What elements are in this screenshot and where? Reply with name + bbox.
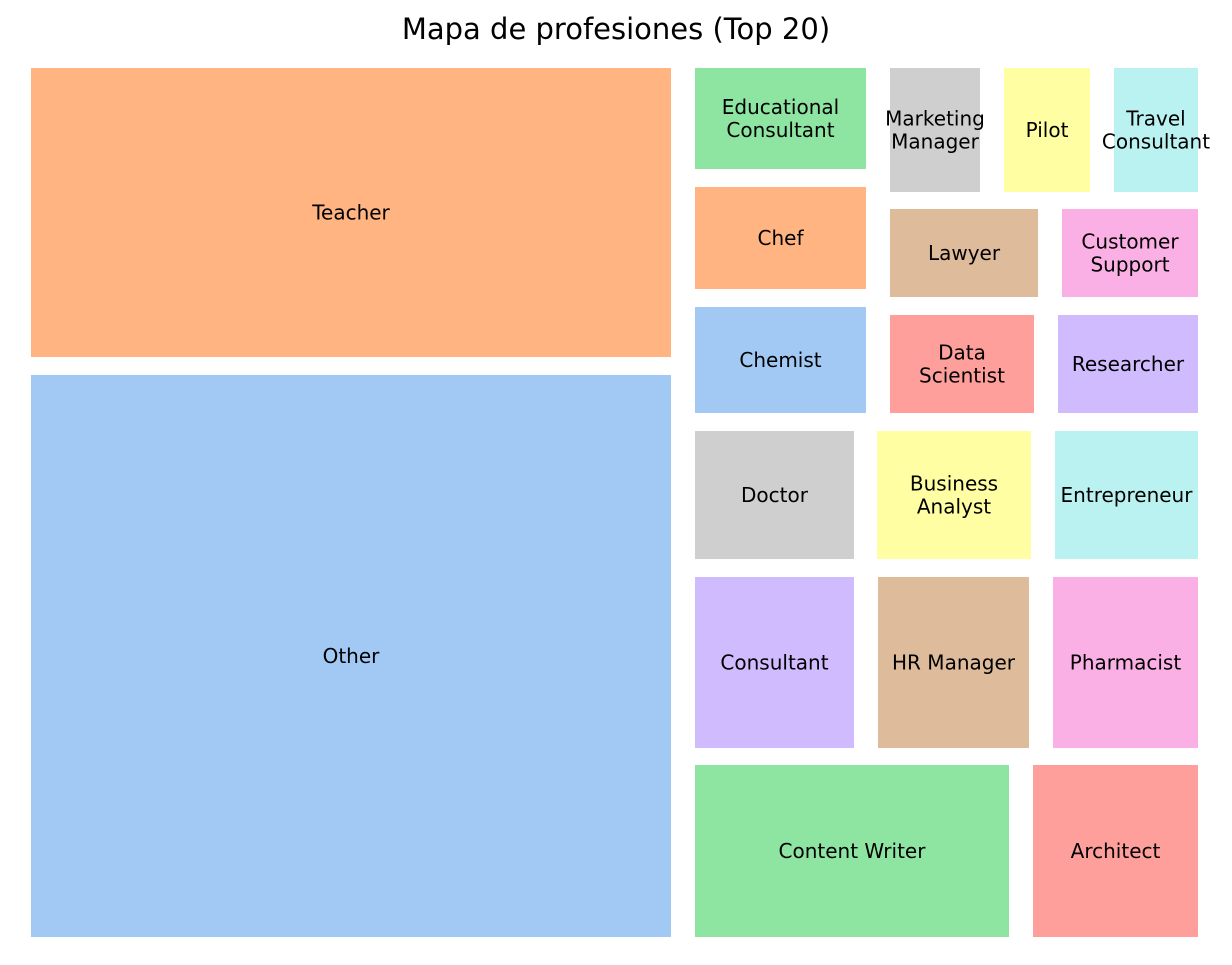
tile-rect-other: [31, 375, 671, 937]
tile-label-lawyer: Lawyer: [928, 241, 1001, 265]
tile-rect-chemist: [695, 307, 866, 413]
tile-label-pilot: Pilot: [1026, 118, 1069, 142]
tile-rect-travel-consultant: [1114, 68, 1198, 192]
tile-rect-business-analyst: [877, 431, 1031, 559]
tile-entrepreneur: Entrepreneur: [1055, 431, 1198, 559]
tile-rect-data-scientist: [890, 315, 1034, 413]
tile-doctor: Doctor: [695, 431, 854, 559]
tile-label-other: Other: [323, 644, 381, 668]
tile-rect-consultant: [695, 577, 854, 748]
tile-label-chef: Chef: [758, 226, 805, 250]
tile-rect-entrepreneur: [1055, 431, 1198, 559]
tile-researcher: Researcher: [1058, 315, 1198, 413]
tile-rect-doctor: [695, 431, 854, 559]
tile-rect-hr-manager: [878, 577, 1029, 748]
tile-pilot: Pilot: [1004, 68, 1090, 192]
tile-label-hr-manager: HR Manager: [892, 651, 1016, 675]
tile-rect-teacher: [31, 68, 671, 357]
tile-teacher: Teacher: [31, 68, 671, 357]
chart-title: Mapa de profesiones (Top 20): [401, 12, 831, 46]
tile-label-chemist: Chemist: [739, 348, 821, 372]
tile-lawyer: Lawyer: [890, 209, 1038, 297]
tile-pharmacist: Pharmacist: [1053, 577, 1198, 748]
tile-rect-architect: [1033, 765, 1198, 937]
tile-chemist: Chemist: [695, 307, 866, 413]
tile-label-content-writer: Content Writer: [779, 839, 927, 863]
tile-label-consultant: Consultant: [720, 651, 828, 675]
tile-label-pharmacist: Pharmacist: [1070, 651, 1182, 675]
tile-chef: Chef: [695, 187, 866, 289]
tile-rect-pilot: [1004, 68, 1090, 192]
tile-rect-researcher: [1058, 315, 1198, 413]
tile-rect-chef: [695, 187, 866, 289]
tile-rect-customer-support: [1062, 209, 1198, 297]
tile-label-architect: Architect: [1071, 839, 1161, 863]
tile-rect-educational-consultant: [695, 68, 866, 169]
tile-rect-pharmacist: [1053, 577, 1198, 748]
tile-rect-marketing-manager: [890, 68, 980, 192]
tile-rect-content-writer: [695, 765, 1009, 937]
tile-label-researcher: Researcher: [1072, 352, 1185, 376]
tile-label-teacher: Teacher: [311, 201, 390, 225]
tile-label-entrepreneur: Entrepreneur: [1061, 483, 1194, 507]
tile-hr-manager: HR Manager: [878, 577, 1029, 748]
tile-other: Other: [31, 375, 671, 937]
tile-content-writer: Content Writer: [695, 765, 1009, 937]
tile-rect-lawyer: [890, 209, 1038, 297]
tile-consultant: Consultant: [695, 577, 854, 748]
tile-architect: Architect: [1033, 765, 1198, 937]
tile-label-doctor: Doctor: [741, 483, 809, 507]
